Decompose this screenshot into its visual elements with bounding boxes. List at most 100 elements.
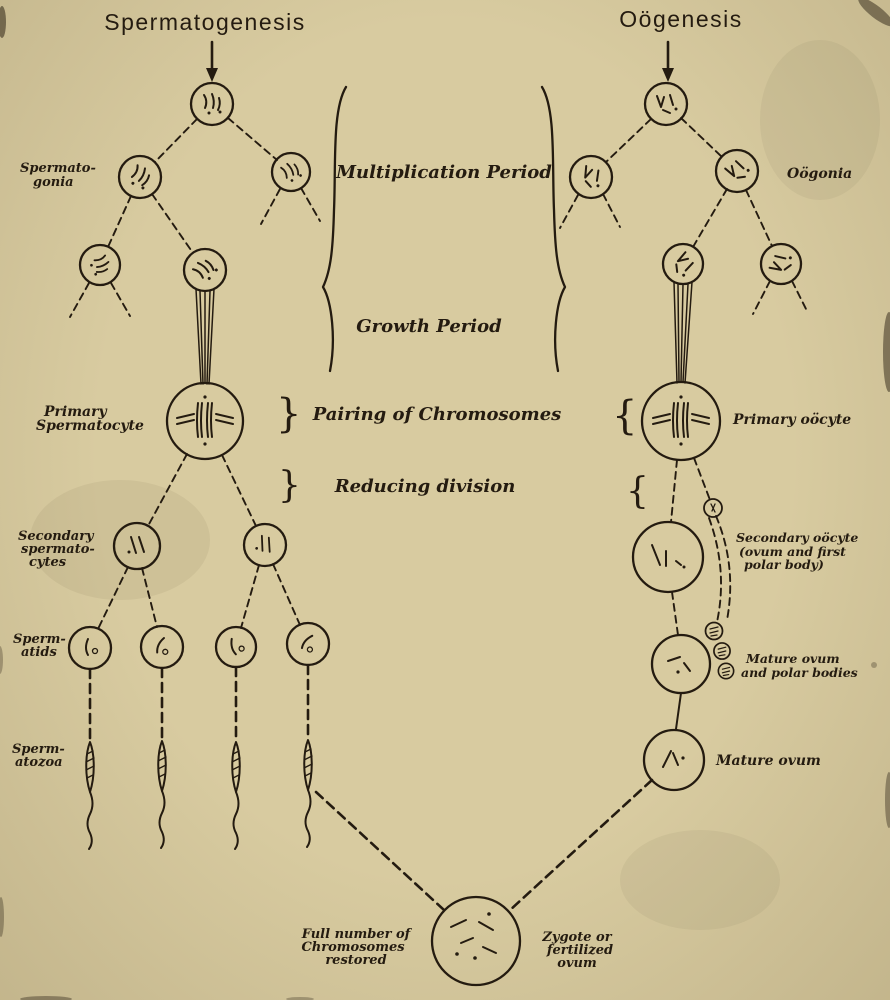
polar-body-icon [713, 642, 731, 660]
connector-stub [260, 188, 281, 225]
connector-stub [752, 280, 771, 315]
cell-oogonium [568, 154, 614, 200]
spermatozoa-row [85, 739, 313, 850]
connector [221, 454, 257, 527]
label-reducing-division: Reducing division [334, 476, 516, 497]
connector [154, 118, 198, 163]
label-spermatids: atids [21, 645, 57, 660]
label-secondary-spermatocytes: spermato- [21, 542, 95, 557]
title-spermatogenesis: Spermatogenesis [104, 9, 306, 35]
brace-periods-left [321, 85, 348, 373]
connector-to-zygote [314, 790, 446, 912]
connector [745, 189, 773, 247]
label-full-number-chromosomes: restored [325, 953, 386, 968]
connector-polar-trail [708, 517, 722, 623]
connector [227, 117, 278, 161]
growth-fan-left [195, 288, 215, 385]
dashed-connectors [69, 117, 809, 913]
label-secondary-spermatocytes: Secondary [18, 529, 95, 544]
down-arrow-icon [206, 40, 218, 82]
connector [680, 117, 723, 158]
cell-secondary-oocyte [631, 520, 705, 594]
label-spermatogonia: gonia [33, 175, 74, 190]
spermatozoon-icon [157, 740, 167, 849]
cell-spermatogonium [182, 247, 228, 293]
label-zygote: ovum [557, 956, 596, 971]
connector-solid [675, 692, 682, 730]
title-oogenesis: Oögenesis [619, 6, 742, 32]
cell-oogonium [759, 242, 803, 286]
connector-polar-trail [715, 515, 732, 621]
cell-spermatogonium [78, 243, 122, 287]
label-full-number-chromosomes: Chromosomes [301, 940, 405, 955]
label-multiplication-period: Multiplication Period [335, 162, 552, 183]
label-growth-period: Growth Period [356, 316, 502, 337]
label-spermatids: Sperm- [13, 632, 66, 647]
connector [107, 195, 132, 248]
cell-oogonium [714, 148, 760, 194]
label-secondary-oocyte: polar body) [744, 557, 824, 572]
connector [240, 564, 260, 629]
label-zygote: Zygote or [541, 930, 612, 945]
cell-oogonium-apex [643, 81, 689, 127]
connector [147, 453, 188, 527]
label-oogonia: Oögonia [787, 166, 852, 182]
cell-spermatid [139, 624, 185, 670]
polar-body-icon [704, 621, 724, 641]
label-primary-oocyte: Primary oöcyte [732, 412, 851, 428]
label-full-number-chromosomes: Full number of [301, 927, 413, 942]
cell-primary-spermatocyte [165, 381, 245, 461]
connector [670, 459, 678, 523]
connector [151, 193, 194, 254]
brace-periods-right [540, 85, 567, 373]
label-pairing-of-chromosomes: Pairing of Chromosomes [312, 404, 562, 425]
brace-pairing-right: { [612, 393, 637, 439]
label-mature-ovum-polar-bodies: and polar bodies [741, 665, 858, 680]
cell-spermatid [214, 625, 258, 669]
cell-mature-ovum [642, 728, 706, 792]
cell-secondary-spermatocyte [112, 521, 162, 571]
spermatozoon-icon [303, 739, 313, 848]
label-spermatozoa: Sperm- [12, 742, 65, 757]
label-primary-spermatocyte: Primary [43, 404, 107, 420]
cell-spermatogonium-apex [189, 81, 235, 127]
cell-mature-ovum-with-polar-bodies [650, 633, 712, 695]
connector-stub [791, 280, 809, 314]
cell-zygote [430, 895, 522, 987]
label-secondary-oocyte: (ovum and first [739, 544, 846, 559]
spermatozoon-icon [231, 741, 241, 850]
connector-stub [300, 187, 321, 222]
connector [272, 563, 301, 626]
cell-secondary-spermatocyte [242, 522, 288, 568]
cell-oogonium [661, 242, 705, 286]
spermatozoon-icon [85, 741, 95, 850]
label-primary-spermatocyte: Spermatocyte [36, 418, 144, 434]
connector [693, 457, 711, 501]
connector-stub [110, 282, 131, 317]
connector [605, 118, 652, 163]
cell-spermatogonium [270, 151, 312, 193]
cell-spermatid [67, 625, 113, 671]
cell-spermatogonium [117, 154, 163, 200]
brace-pairing-left: } [276, 391, 301, 437]
connector [671, 591, 679, 636]
connector [692, 188, 728, 248]
first-polar-body [703, 498, 723, 518]
connector [141, 567, 158, 628]
label-secondary-spermatocytes: cytes [29, 555, 67, 570]
cell-spermatid [285, 621, 331, 667]
connector-stub [559, 194, 579, 229]
label-secondary-oocyte: Secondary oöcyte [736, 530, 858, 545]
label-mature-ovum: Mature ovum [715, 753, 821, 769]
brace-reducing-right: { [626, 471, 649, 512]
label-spermatogonia: Spermato- [20, 161, 96, 176]
cell-primary-oocyte [640, 380, 722, 462]
connector-stub [69, 282, 90, 318]
down-arrow-icon [662, 40, 674, 82]
label-zygote: fertilized [546, 943, 613, 958]
label-spermatozoa: atozoa [15, 755, 63, 770]
growth-fan-right [673, 281, 693, 384]
connector [97, 566, 129, 630]
